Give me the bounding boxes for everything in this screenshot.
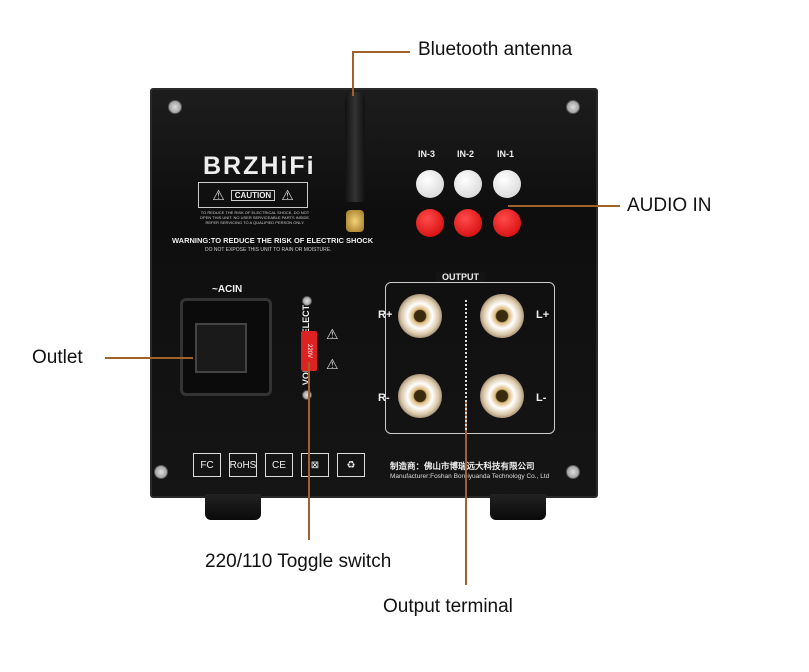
ce-logo: CE	[265, 453, 293, 477]
certification-logos: FC RoHS CE ⊠ ♻	[193, 453, 365, 477]
voltage-toggle-switch[interactable]: 220V	[301, 331, 317, 371]
screw	[566, 465, 580, 479]
warning-icon: ⚠	[281, 186, 294, 203]
output-label: OUTPUT	[436, 272, 485, 282]
input-label-3: IN-3	[418, 149, 436, 159]
rca-in1-left[interactable]	[493, 170, 521, 198]
foot	[205, 494, 261, 520]
terminal-label: R+	[378, 309, 393, 321]
warning-sub: DO NOT EXPOSE THIS UNIT TO RAIN OR MOIST…	[205, 247, 332, 253]
speaker-terminal-l-plus[interactable]	[480, 294, 524, 338]
callout-outlet: Outlet	[32, 347, 83, 368]
callout-toggle-switch: 220/110 Toggle switch	[205, 551, 392, 572]
rohs-logo: RoHS	[229, 453, 257, 477]
callout-line	[308, 362, 310, 540]
callout-output-terminal: Output terminal	[383, 596, 513, 617]
callout-line	[105, 357, 193, 359]
manufacturer-cn: 制造商：佛山市博瑞远大科技有限公司	[390, 461, 535, 471]
input-label-2: IN-2	[457, 149, 475, 159]
caution-text: CAUTION	[230, 189, 276, 201]
warning-icon: ⚠	[326, 326, 339, 342]
fcc-logo: FC	[193, 453, 221, 477]
recycle-icon: ♻	[337, 453, 365, 477]
callout-line	[352, 52, 354, 96]
rca-in2-right[interactable]	[454, 209, 482, 237]
speaker-terminal-r-minus[interactable]	[398, 374, 442, 418]
speaker-terminal-l-minus[interactable]	[480, 374, 524, 418]
callout-line	[352, 51, 410, 53]
rca-in3-right[interactable]	[416, 209, 444, 237]
warning-icon: ⚠	[326, 356, 339, 372]
screw	[302, 390, 312, 400]
bluetooth-antenna	[345, 92, 365, 202]
caution-label: ⚠ CAUTION ⚠	[198, 182, 308, 208]
screw	[566, 100, 580, 114]
acin-label: ~ACIN	[212, 284, 243, 295]
brand-logo: BRZHiFi	[203, 152, 316, 180]
screw	[168, 100, 182, 114]
rca-in1-right[interactable]	[493, 209, 521, 237]
callout-audio-in: AUDIO IN	[627, 195, 712, 216]
callout-bluetooth-antenna: Bluetooth antenna	[418, 39, 573, 60]
rca-in3-left[interactable]	[416, 170, 444, 198]
screw	[154, 465, 168, 479]
callout-line	[465, 402, 467, 585]
weee-icon: ⊠	[301, 453, 329, 477]
terminal-label: L-	[536, 392, 547, 404]
output-frame	[385, 282, 555, 434]
terminal-label: L+	[536, 309, 550, 321]
amplifier-rear-panel	[150, 88, 598, 498]
screw	[302, 296, 312, 306]
terminal-label: R-	[378, 392, 390, 404]
caution-note: TO REDUCE THE RISK OF ELECTRICAL SHOCK, …	[199, 210, 311, 225]
divider	[465, 300, 467, 430]
callout-line	[508, 205, 620, 207]
warning-icon: ⚠	[212, 186, 225, 203]
manufacturer-en: Manufacturer:Foshan Boruiyuanda Technolo…	[390, 473, 550, 480]
input-label-1: IN-1	[497, 149, 515, 159]
ac-inlet[interactable]	[180, 298, 272, 396]
warning-text: WARNING:TO REDUCE THE RISK OF ELECTRIC S…	[172, 236, 374, 245]
rca-in2-left[interactable]	[454, 170, 482, 198]
speaker-terminal-r-plus[interactable]	[398, 294, 442, 338]
antenna-connector	[346, 210, 364, 232]
foot	[490, 494, 546, 520]
